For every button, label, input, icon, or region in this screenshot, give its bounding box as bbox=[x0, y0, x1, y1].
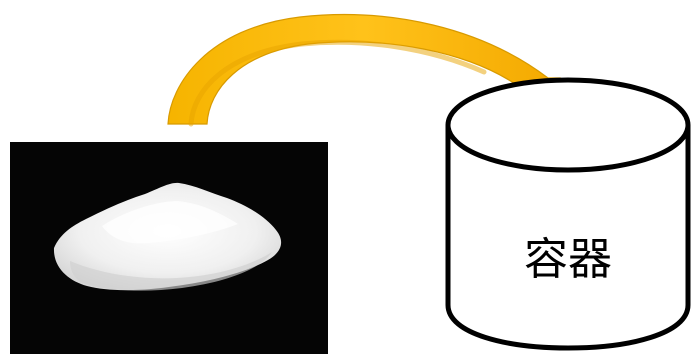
powder-photo bbox=[10, 142, 328, 354]
cylinder-top bbox=[445, 77, 691, 173]
powder-highlight bbox=[102, 201, 238, 244]
arrow-inner-shade bbox=[188, 39, 487, 127]
container-label: 容器 bbox=[524, 234, 612, 285]
cylinder-container-icon: 容器 bbox=[445, 77, 691, 351]
cylinder-body bbox=[445, 125, 691, 351]
powder-shadow bbox=[70, 252, 272, 291]
